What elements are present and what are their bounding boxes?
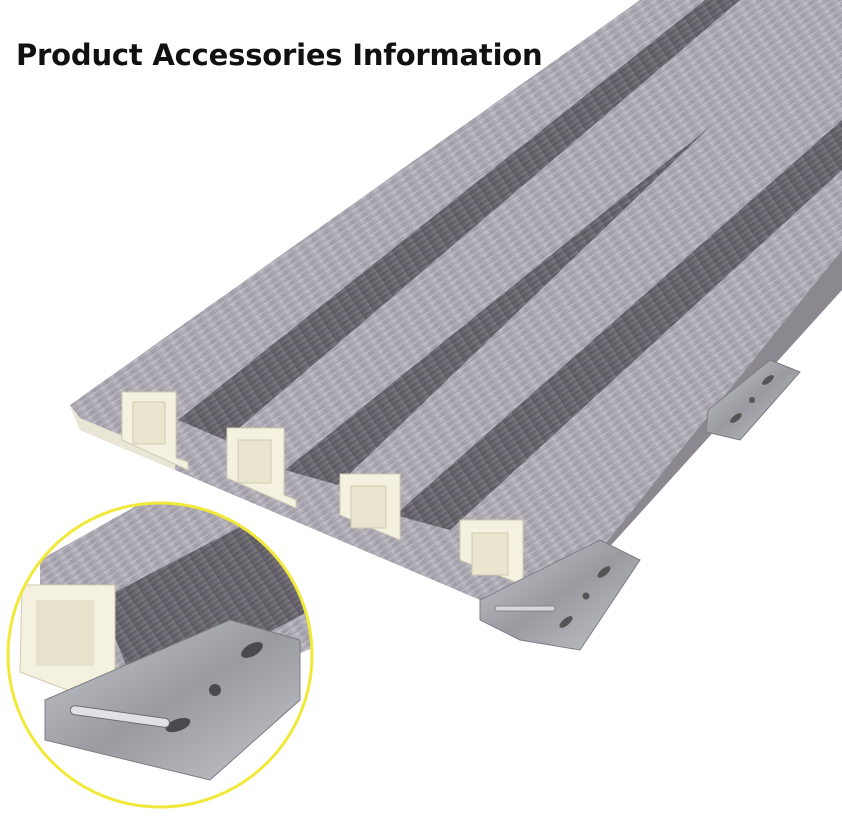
panel-profile-end [121, 391, 524, 586]
detail-inset [6, 501, 314, 809]
metal-clip-upper [705, 359, 801, 441]
inset-border [6, 501, 314, 809]
metal-clip-lower [479, 539, 641, 651]
page-title: Product Accessories Information [16, 38, 543, 72]
